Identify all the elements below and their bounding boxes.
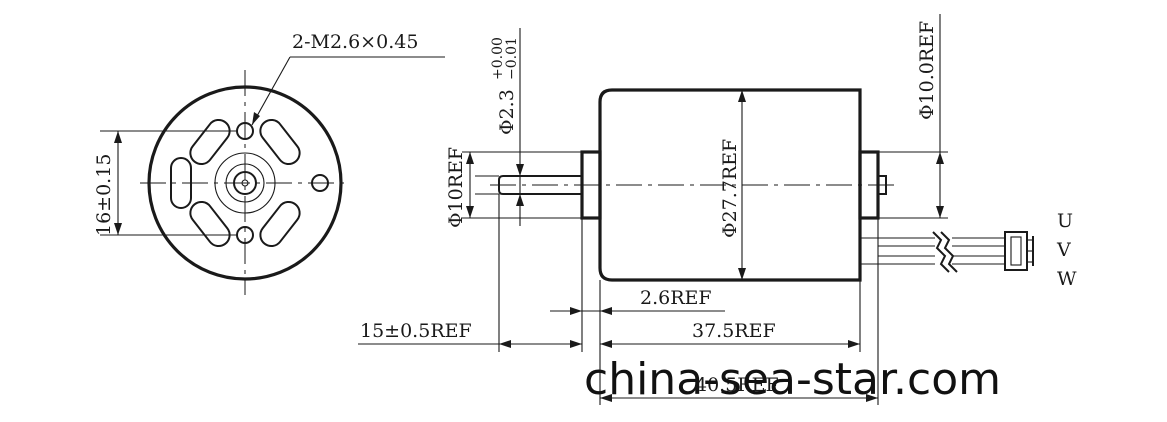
shaft-length-label: 15±0.5REF — [360, 320, 472, 342]
motor-body — [598, 88, 862, 282]
lead-wires — [860, 231, 1034, 273]
body-diameter-label: Φ27.7REF — [719, 139, 741, 238]
rear-boss-label: Φ10.0REF — [916, 21, 938, 120]
vent-slot — [189, 118, 231, 166]
side-view: U V W Φ2.3 +0.00 −0.01 Φ10REF Φ27.7REF Φ… — [358, 14, 1077, 405]
thread-label: 2-M2.6×0.45 — [292, 31, 418, 53]
vent-slot — [259, 200, 301, 248]
boss-length-label: 2.6REF — [640, 287, 712, 309]
shaft-tol-upper: +0.00 — [490, 37, 506, 80]
front-boss-label: Φ10REF — [445, 147, 467, 228]
front-view: 16±0.15 2-M2.6×0.45 — [93, 31, 445, 295]
connector — [1004, 231, 1028, 271]
wire-label-v: V — [1056, 239, 1071, 261]
overall-length-label: 40.5REF — [695, 374, 779, 396]
vent-slot — [189, 200, 231, 248]
hole-spacing-label: 16±0.15 — [93, 154, 115, 236]
vent-slot — [259, 118, 301, 166]
body-length-label: 37.5REF — [692, 320, 776, 342]
watermark: china-sea-star.com — [584, 354, 1001, 405]
wire-label-u: U — [1057, 210, 1073, 232]
shaft-tol-lower: −0.01 — [504, 37, 520, 80]
wire-label-w: W — [1057, 268, 1077, 290]
shaft-diameter-label: Φ2.3 — [496, 89, 518, 135]
